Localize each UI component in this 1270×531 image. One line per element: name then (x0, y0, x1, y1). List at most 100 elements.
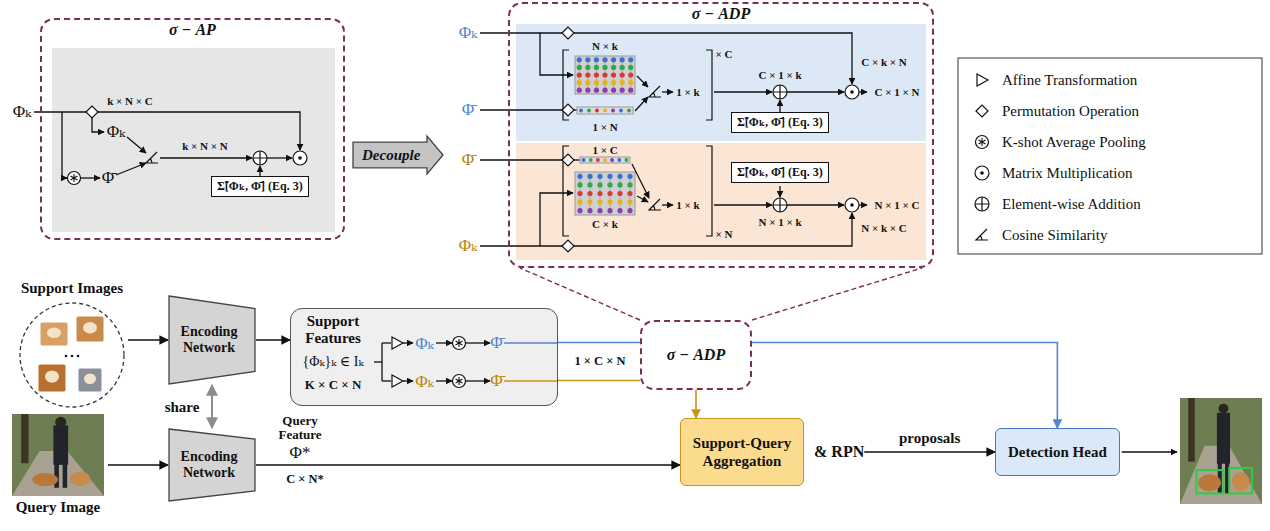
dimension-label: N × 1 × k (758, 216, 801, 228)
sigma-ap-internals (92, 118, 104, 132)
legend-text: Permutation Operation (1002, 102, 1139, 120)
cosine-symbol (976, 229, 988, 240)
trap-outline (169, 429, 255, 501)
sigma-adp-internals (714, 204, 772, 205)
connector (752, 343, 1057, 429)
ellipsis-dots (65, 355, 68, 358)
process-box: Detection Head (995, 428, 1120, 476)
sigma-adp-internals (779, 100, 780, 112)
sigma-adp-internals (859, 91, 867, 92)
image-slot (16, 297, 128, 405)
zoom-lines (752, 268, 922, 320)
feature-matrix (617, 174, 622, 179)
support-features-internals (504, 342, 558, 344)
feature-vector (619, 109, 623, 113)
equation-box: Σ̃[Φₖ, Φ̄] (Eq. 3) (211, 176, 309, 197)
dimension-label: × N (716, 228, 733, 240)
sigma-ap-internals (259, 166, 260, 176)
sigma-ap-internals (62, 112, 67, 178)
addition-symbol (975, 197, 989, 211)
node-label: K × C × N (297, 377, 369, 393)
feature-matrix (611, 88, 616, 93)
multiplication-symbol (293, 151, 307, 165)
multiplication-symbol (980, 171, 984, 175)
feature-matrix (617, 208, 622, 213)
symbol-label: Φ̄ (462, 101, 474, 120)
feature-matrix (607, 182, 612, 187)
node-label: Encoding Network (168, 449, 256, 481)
feature-matrix (577, 88, 582, 93)
node-label: Σ̃[Φₖ, Φ̄] (Eq. 3) (217, 179, 303, 194)
ellipsis-dots (77, 355, 80, 358)
feature-matrix (607, 200, 612, 205)
addition-symbol (975, 197, 989, 211)
sigma-ap-internals (127, 137, 146, 153)
dimension-label: C × N* (286, 473, 324, 487)
edge-label: proposals (897, 430, 962, 447)
dimension-label: N × k (592, 40, 618, 52)
image-panel: Query Image (8, 412, 108, 516)
multiplication-symbol (845, 85, 859, 99)
query-photo (55, 417, 66, 428)
feature-matrix (585, 65, 590, 70)
feature-vector (580, 157, 630, 163)
output-arrow (1122, 452, 1177, 453)
feature-vector (611, 109, 615, 113)
symbol-label: Φₖ (13, 103, 32, 122)
feature-matrix (620, 65, 625, 70)
feature-matrix (611, 57, 616, 62)
node-label: Decouple (362, 147, 420, 164)
feature-matrix (628, 57, 633, 62)
feature-matrix (620, 88, 625, 93)
feature-matrix (611, 80, 616, 85)
ellipsis-dots (71, 355, 74, 358)
permutation-symbol (562, 27, 574, 39)
blue-panel (516, 24, 926, 141)
feature-vector (587, 109, 591, 113)
feature-matrix (602, 57, 607, 62)
query-photo (63, 463, 68, 488)
query-photo (70, 471, 90, 486)
feature-matrix (597, 191, 602, 196)
feature-matrix (597, 200, 602, 205)
sigma-adp-internals (662, 204, 673, 205)
sigma-adp-internals (574, 213, 852, 246)
pooling-symbol (456, 339, 463, 347)
support-images (20, 303, 124, 407)
query-photo (32, 473, 58, 486)
encoder-trapezoid: Encoding Network (168, 295, 256, 385)
output-photo (1196, 470, 1223, 493)
node-label: Encoding Network (168, 324, 256, 356)
support-features-internals (382, 342, 391, 343)
dimension-label: 1 × N (592, 121, 617, 133)
sigma-adp-internals (632, 164, 649, 198)
zoom-lines (520, 268, 922, 320)
feature-matrix (627, 191, 632, 196)
node-label: & RPN (814, 443, 864, 461)
dimension-label: C × 1 × N (875, 86, 920, 98)
node-label: Σ̃[Φₖ, Φ̄] (Eq. 3) (737, 115, 823, 130)
affine-symbol (392, 337, 403, 349)
orange-panel (516, 143, 926, 260)
dog-photo (78, 368, 102, 392)
feature-matrix (577, 208, 582, 213)
legend-text: Affine Transformation (1002, 71, 1137, 89)
support-features-internals (290, 308, 558, 406)
feature-matrix (577, 65, 582, 70)
permutation-symbol (562, 240, 574, 252)
connector (695, 390, 697, 418)
feature-matrix (594, 80, 599, 85)
node-label: σ − ADP (510, 4, 932, 23)
sigma-adp-internals (637, 76, 648, 87)
dimension-label: 1 × C (592, 144, 617, 156)
feature-matrix (585, 72, 590, 77)
node-label: Support Images (16, 279, 128, 297)
feature-matrix (577, 182, 582, 187)
support-features-internals (403, 380, 413, 381)
feature-vector (617, 158, 621, 162)
node-label: Φₖ (415, 332, 434, 353)
output-photo (1229, 468, 1252, 493)
feature-matrix (587, 200, 592, 205)
output-photo (1198, 474, 1221, 491)
pooling-symbol (453, 375, 466, 388)
